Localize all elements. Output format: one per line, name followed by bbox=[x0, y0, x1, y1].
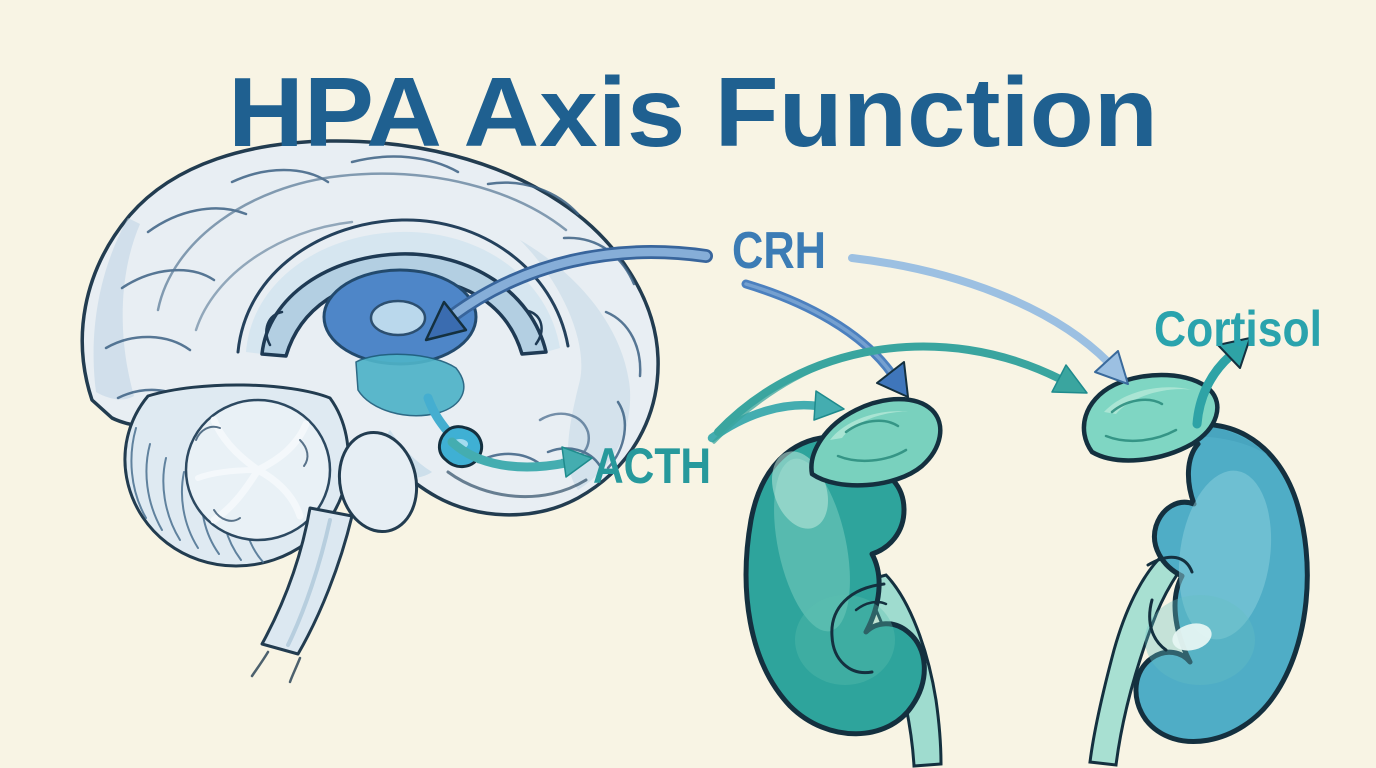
kidney-left bbox=[743, 396, 943, 768]
gyri-lines bbox=[104, 155, 642, 499]
adrenal-left-folds bbox=[836, 419, 908, 462]
label-cortisol: Cortisol bbox=[1154, 301, 1322, 357]
adrenal-left-highlight bbox=[830, 411, 908, 440]
figure-title: HPA Axis Function bbox=[228, 57, 1158, 167]
ureter-right bbox=[1088, 543, 1195, 767]
arrow-acth-to-right-adrenal bbox=[712, 342, 1088, 444]
arrow-crh-to-hypothalamus bbox=[424, 245, 713, 342]
arrowhead-acth bbox=[561, 446, 593, 478]
vermis-scallops bbox=[195, 425, 309, 522]
medulla bbox=[260, 506, 354, 656]
label-crh: CRH bbox=[732, 222, 826, 280]
arrowhead-crh-right-adrenal bbox=[1094, 350, 1129, 385]
medulla-inner-line bbox=[286, 518, 332, 647]
pons bbox=[337, 430, 419, 534]
cingulate-band bbox=[246, 231, 560, 354]
arrow-crh-to-left-adrenal bbox=[741, 279, 909, 398]
kidney-left-watercolor bbox=[771, 451, 895, 685]
arrowhead-cortisol bbox=[1217, 337, 1251, 369]
brainstem bbox=[250, 430, 432, 684]
hypothalamus bbox=[355, 353, 465, 417]
cingulate-sulcus bbox=[236, 218, 570, 354]
brain-illustration bbox=[80, 139, 660, 684]
cortex-shading-right bbox=[520, 240, 631, 490]
kidney-right bbox=[1081, 372, 1310, 767]
arrowhead-acth-left-adrenal bbox=[813, 390, 845, 421]
kidney-left-hilum-lines bbox=[830, 582, 888, 675]
arrowhead-acth-right-adrenal bbox=[1051, 364, 1088, 394]
arrow-adrenal-to-cortisol bbox=[1192, 337, 1251, 429]
label-acth: ACTH bbox=[593, 438, 711, 494]
arrow-crh-to-right-adrenal bbox=[848, 254, 1129, 385]
fornix-highlight bbox=[369, 299, 427, 337]
adrenal-right-folds bbox=[1104, 398, 1178, 442]
arrow-pituitary-to-acth bbox=[447, 437, 593, 478]
cortex-shading-left bbox=[93, 218, 140, 400]
kidney-right-hilum-lines bbox=[1146, 555, 1194, 652]
stem-ticks bbox=[250, 650, 302, 684]
arrowhead-crh-left-adrenal bbox=[876, 361, 909, 398]
pituitary-stalk bbox=[423, 393, 453, 437]
callosum-curls bbox=[265, 309, 543, 347]
hormone-arrows bbox=[424, 245, 1251, 478]
adrenal-gland-left bbox=[809, 396, 943, 488]
arrowhead-crh-brain bbox=[424, 300, 468, 342]
